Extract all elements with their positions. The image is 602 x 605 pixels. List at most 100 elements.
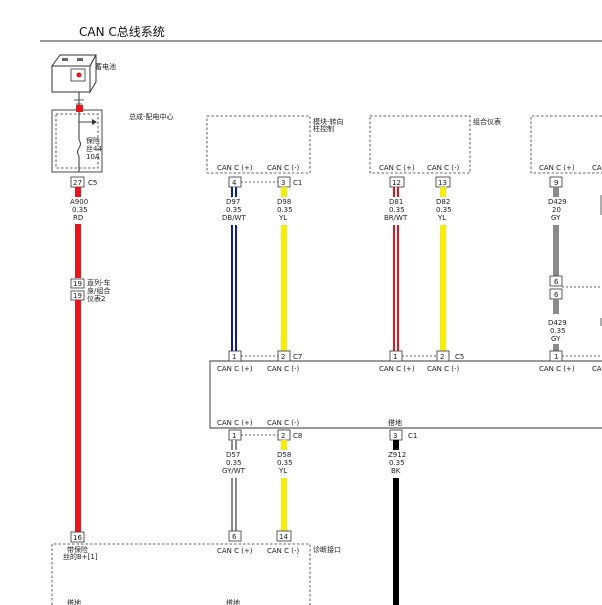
gateway-b-can-minus: CAN C (-) <box>427 365 460 373</box>
module3-pin-mid-a <box>549 275 563 287</box>
wire-d98-color: YL <box>278 214 287 222</box>
gateway-ground-label: 搭地 <box>388 418 402 427</box>
bcm-label-1: 带保险 <box>67 545 88 554</box>
wire-d81-size: 0.35 <box>389 206 405 214</box>
wire-d429a-code: D429 <box>548 198 567 206</box>
wire-d97-color: DB/WT <box>222 214 246 222</box>
steering-pin-minus-number: 3 <box>281 179 285 187</box>
wire-d429b-size: 0.35 <box>550 327 566 335</box>
gateway-a-can-plus: CAN C (+) <box>217 365 253 373</box>
pdc-input-terminal <box>76 105 83 112</box>
gateway-c-can-plus: CAN C (+) <box>539 365 575 373</box>
wire-z912-code: Z912 <box>388 451 406 459</box>
battery-icon <box>51 54 97 106</box>
gateway-ground-connector: C1 <box>408 432 417 440</box>
wire-d429b-stub <box>553 299 559 314</box>
wire-d429a <box>553 225 559 276</box>
steering-connector: C1 <box>293 179 302 187</box>
inline-label-1: 直列-车 <box>87 278 111 287</box>
module3-can-minus: CA <box>592 164 602 172</box>
wire-d429a-size: 20 <box>552 206 561 214</box>
pdc-inner <box>55 113 99 169</box>
fuse-rating: 10A <box>86 153 100 161</box>
wire-d82 <box>439 224 447 352</box>
wire-a900-stub <box>75 187 81 197</box>
wire-d429b-code: D429 <box>548 319 567 327</box>
diag-can-plus: CAN C (+) <box>217 547 253 555</box>
inline-label-2: 身/组合 <box>87 286 110 295</box>
bcm-ground-right: 搭地 <box>226 598 240 605</box>
module3-pin-plus-number: 9 <box>554 179 558 187</box>
wire-d429a-color: GY <box>551 214 561 222</box>
gateway-pin-b-minus <box>436 350 450 362</box>
fuse-icon <box>77 139 81 157</box>
gateway-c-can-minus: CA <box>592 365 602 373</box>
steering-module-box <box>206 115 311 174</box>
wire-z912-stub <box>393 440 399 450</box>
diag-pin-minus <box>276 530 292 542</box>
wire-z912-color: BK <box>391 467 401 475</box>
cluster-can-minus: CAN C (-) <box>427 164 460 172</box>
fuse-label-2: 丝44 <box>86 144 102 153</box>
wire-a900-size: 0.35 <box>72 206 88 214</box>
wire-d57-color: GY/WT <box>222 467 246 475</box>
wire-a900-lower <box>75 300 81 532</box>
pdc-pin-number: 27 <box>73 179 82 187</box>
wire-d429b-color: GY <box>551 335 561 343</box>
gateway-pin-b-minus-number: 2 <box>440 353 444 361</box>
module3-pin-mid-a-number: 6 <box>554 278 559 286</box>
module3-can-plus: CAN C (+) <box>539 164 575 172</box>
wire-d97-code: D97 <box>226 198 240 206</box>
inline-pin-bottom-number: 19 <box>73 292 82 300</box>
gateway-pin-a-plus-number: 1 <box>232 353 236 361</box>
inline-label-3: 仪表2 <box>87 294 105 303</box>
steering-pin-plus-number: 4 <box>232 179 237 187</box>
wire-d98-size: 0.35 <box>277 206 293 214</box>
gateway-pin-bottom-minus-number: 2 <box>281 432 285 440</box>
diag-pin-plus-number: 6 <box>232 533 237 541</box>
gateway-connector-b: C5 <box>455 353 464 361</box>
gateway-connector-c8: C8 <box>293 432 302 440</box>
pdc-label: 总成-配电中心 <box>129 112 174 121</box>
gateway-pin-a-minus <box>277 350 291 362</box>
gateway-connector-a: C7 <box>293 353 302 361</box>
wire-d58-size: 0.35 <box>277 459 293 467</box>
diag-can-minus: CAN C (-) <box>267 547 300 555</box>
wire-a900 <box>75 224 81 278</box>
steering-can-minus: CAN C (-) <box>267 164 300 172</box>
module3-pin-mid-b-number: 6 <box>554 291 559 299</box>
wire-d58-code: D58 <box>277 451 291 459</box>
diag-label: 诊断接口 <box>313 545 341 554</box>
wire-d98 <box>280 224 288 352</box>
inline-pin-top <box>70 278 85 289</box>
diag-pin-plus <box>228 530 242 542</box>
wire-d82-stub <box>439 186 447 198</box>
pdc-connector: C5 <box>88 179 97 187</box>
inline-pin-top-number: 19 <box>73 280 82 288</box>
wire-d81 <box>393 187 399 351</box>
bcm-label-2: 丝的B+[1] <box>63 552 98 561</box>
wire-z912-size: 0.35 <box>389 459 405 467</box>
steering-can-plus: CAN C (+) <box>217 164 253 172</box>
wire-z912 <box>393 478 399 605</box>
bcm-pin <box>70 531 85 543</box>
bcm-box <box>51 543 311 605</box>
gateway-pin-c-number: 1 <box>554 353 558 361</box>
gateway-pin-ground-number: 3 <box>393 432 397 440</box>
bcm-pin-number: 16 <box>73 534 82 542</box>
gateway-pin-a-minus-number: 2 <box>281 353 285 361</box>
wire-d57 <box>231 440 237 531</box>
bcm-ground-left: 搭地 <box>67 598 81 605</box>
battery-label: 蓄电池 <box>95 62 116 71</box>
wire-d58-stub <box>280 439 288 451</box>
gateway-pin-b-plus-number: 1 <box>393 353 397 361</box>
steering-module-label-2: 柱控制 <box>313 124 334 133</box>
wire-d82-code: D82 <box>436 198 450 206</box>
wire-d58-color: YL <box>278 467 287 475</box>
module3-box <box>530 115 602 174</box>
wire-d81-code: D81 <box>389 198 403 206</box>
cluster-pin-plus-number: 12 <box>392 179 401 187</box>
wire-d82-size: 0.35 <box>436 206 452 214</box>
gateway-a-can-minus: CAN C (-) <box>267 365 300 373</box>
wire-d98-code: D98 <box>277 198 291 206</box>
